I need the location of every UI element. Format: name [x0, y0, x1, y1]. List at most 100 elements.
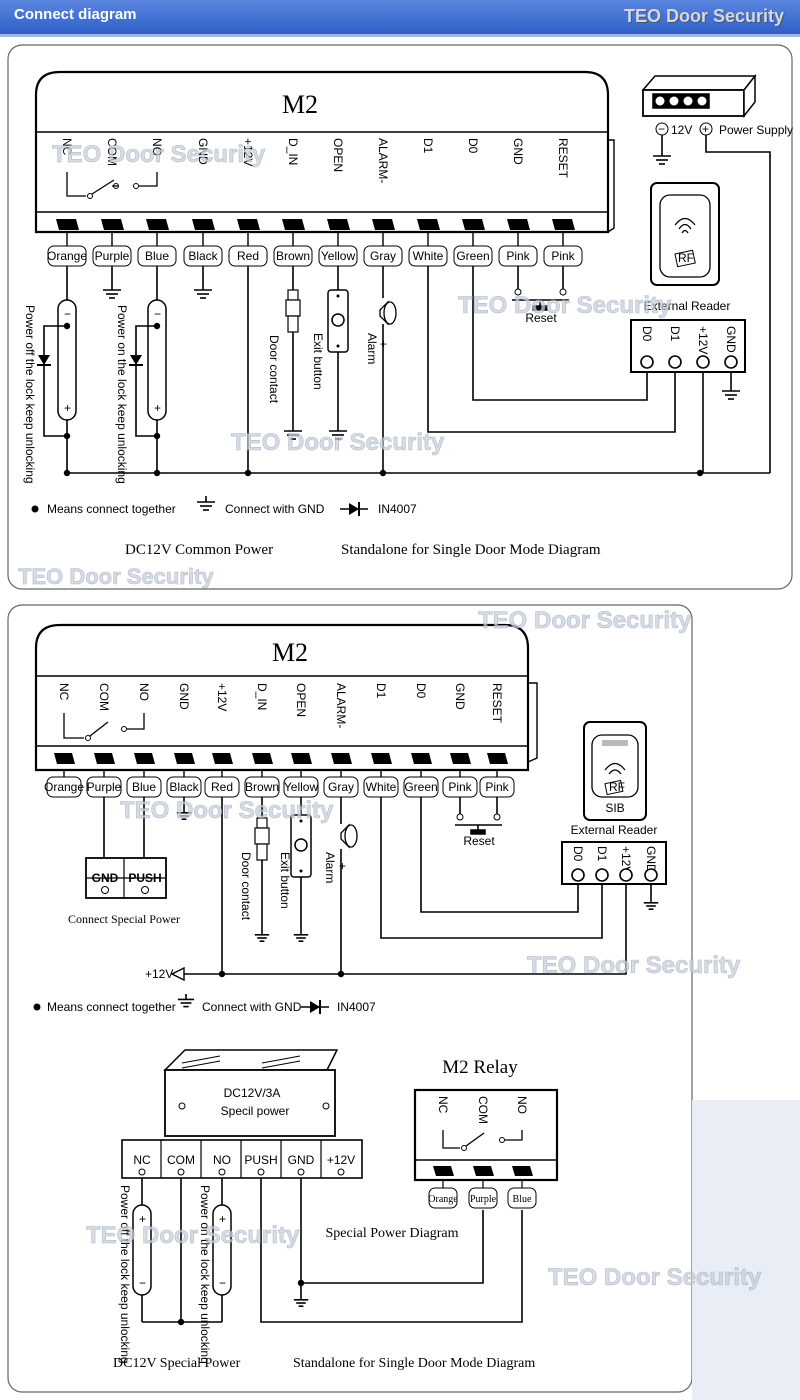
wire-label-text: Orange [428, 1194, 458, 1205]
screw-terminal [174, 753, 195, 764]
psu-terminal-screw [218, 1168, 226, 1176]
terminal-label: D0 [466, 138, 480, 154]
screw-terminal [371, 753, 392, 764]
screw-terminal [212, 753, 233, 764]
screw-terminal [433, 1166, 454, 1176]
ground-icon [284, 425, 302, 440]
diode-body [349, 503, 359, 515]
junction-dot [218, 970, 226, 978]
psu-screw [322, 1102, 330, 1110]
caption-left: DC12V Special Power [113, 1356, 241, 1371]
wire-color-label: Pink [442, 776, 478, 798]
alarm-caption: Alarm [365, 333, 379, 364]
terminal-label: ALARM- [376, 138, 390, 183]
wire-label-box [46, 776, 82, 798]
wire-color-label: Black [166, 776, 202, 798]
terminal-label: D_IN [286, 138, 300, 165]
door-contact-icon [254, 817, 270, 861]
switch-wire [442, 1130, 460, 1149]
exit-button-icon [290, 814, 312, 878]
terminal-label: GND [196, 138, 210, 165]
watermark-text: TEO Door Security [231, 429, 445, 456]
switch-contact [133, 183, 139, 189]
wire-label-text: Orange [44, 780, 84, 794]
rf-card-icon [604, 779, 624, 796]
psu-terminal-label: GND [288, 1153, 315, 1167]
diagram1-panel: M2NCOrangeCOMPurpleNOBlueGNDBlack+12VRed… [7, 44, 793, 590]
wire-color-label: Red [204, 776, 240, 798]
screw-terminal [552, 219, 575, 230]
ground-icon [194, 284, 212, 299]
reader-led [602, 740, 628, 746]
wire-label-box [428, 1187, 458, 1209]
wire-color-label: White [363, 776, 399, 798]
reader-terminal-screw [619, 868, 633, 882]
m2-device-body [34, 623, 530, 772]
psu-terminal-screw [337, 1168, 345, 1176]
screw-terminal [417, 219, 440, 230]
terminal-label: OPEN [331, 138, 345, 172]
screw-terminal [192, 219, 215, 230]
terminal-label: NC [60, 138, 74, 156]
header-brand: TEO Door Security [623, 6, 784, 26]
screw-terminal [146, 219, 169, 230]
relay-terminal-label: NC [436, 1096, 450, 1114]
junction-dot [153, 469, 161, 477]
watermark-text: TEO Door Security [18, 564, 214, 589]
wire-color-label: Yellow [283, 776, 319, 798]
lock-terminal-sign: + [139, 1212, 146, 1226]
reader-model-label: SIB [605, 801, 624, 815]
legend-gnd-text: Connect with GND [202, 1000, 302, 1014]
terminal-label: RESET [556, 138, 570, 179]
ground-icon [293, 1295, 309, 1307]
bus-12v [172, 884, 627, 975]
screw-terminal [331, 753, 352, 764]
special-terminal-screw [141, 886, 149, 894]
ground-icon [177, 994, 195, 1008]
junction-dot [297, 1279, 305, 1287]
reset-label: Reset [525, 311, 557, 325]
wire-color-label: Brown [244, 776, 280, 798]
ground-icon [197, 496, 215, 511]
junction-dot [153, 322, 161, 330]
screw-terminal [462, 219, 485, 230]
reset-cap [532, 305, 548, 311]
relay-title: M2 Relay [442, 1057, 518, 1078]
reset-contact [514, 288, 522, 296]
terminal-label: GND [453, 683, 467, 710]
wire-color-label: Purple [468, 1187, 498, 1209]
rf-waves-icon [681, 229, 689, 234]
psu-terminal-screw [257, 1168, 265, 1176]
door-contact-part [256, 843, 268, 861]
lock-power-on-icon: −+ [147, 299, 167, 421]
junction-dot [153, 432, 161, 440]
terminal-label: NO [137, 683, 151, 701]
screw-terminal [507, 219, 530, 230]
psu-side [743, 73, 756, 119]
reader-terminal-screw [595, 868, 609, 882]
door-contact-part [254, 827, 270, 845]
special-power-supply-body [164, 1069, 336, 1137]
diode-wire [135, 325, 157, 437]
terminal-label: OPEN [294, 683, 308, 717]
special-terminal-label: GND [92, 871, 119, 885]
wire-d0 [420, 797, 579, 913]
wire-color-label: Gray [323, 776, 359, 798]
caption-left: DC12V Common Power [125, 542, 273, 558]
wire-color-label: Brown [273, 245, 313, 267]
switch-blade [89, 721, 109, 737]
door-contact-caption: Door contact [239, 852, 253, 921]
exit-button-caption: Exit button [311, 333, 325, 390]
door-contact-part [285, 299, 301, 317]
wire-label-text: Purple [95, 249, 130, 263]
switch-wire [66, 172, 86, 197]
lock-terminal-sign: − [219, 1276, 226, 1290]
junction-dot [63, 469, 71, 477]
diode-icon [301, 1000, 329, 1014]
screw-terminal [473, 1166, 494, 1176]
lock-terminal-sign: − [139, 1276, 146, 1290]
rf-waves-icon [674, 217, 696, 226]
legend-diode-text: IN4007 [337, 1000, 376, 1014]
reader-terminal-label: D0 [571, 846, 585, 862]
device-side-clip [527, 682, 538, 763]
